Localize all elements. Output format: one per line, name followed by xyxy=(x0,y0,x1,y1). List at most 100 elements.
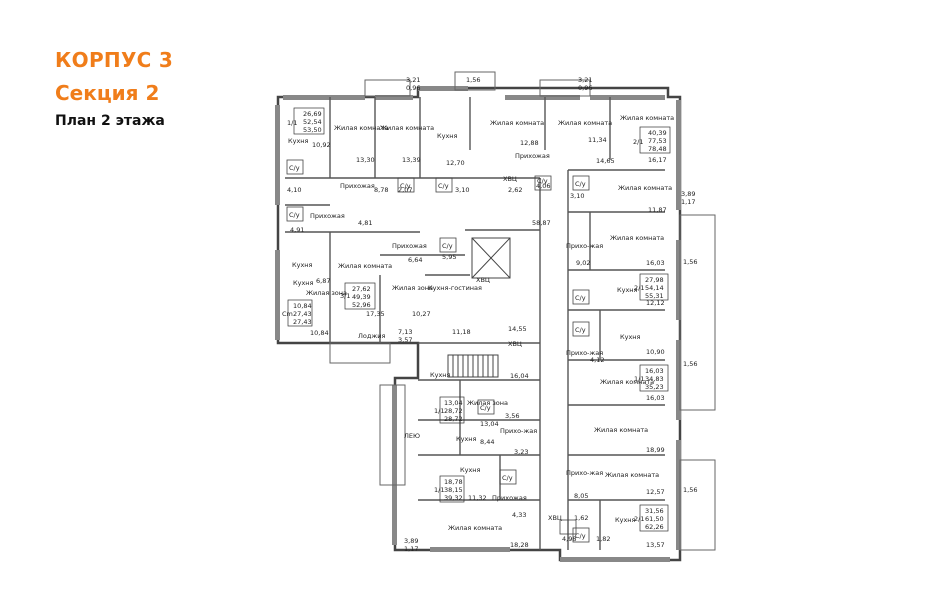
utility-label: ХВЦ xyxy=(508,340,522,348)
apartment-code: 2/1 xyxy=(634,515,644,523)
apartment-area: 35,23 xyxy=(645,383,664,391)
area-label: 1,62 xyxy=(574,514,588,522)
room-label: Кухня xyxy=(292,261,313,269)
room-label: Прихожая xyxy=(492,494,527,502)
area-label: 12,12 xyxy=(646,299,665,307)
room-label: Жилая комната xyxy=(338,262,392,270)
room-label: Кухня xyxy=(293,279,314,287)
stair-elevator-core xyxy=(447,237,511,378)
area-labels: 3,21 0,96 3,21 0,96 10,92 13,30 13,39 12… xyxy=(287,76,695,553)
bathroom-label: С/у xyxy=(575,532,586,540)
apartment-code: 1/1 xyxy=(634,375,644,383)
apartment-code: 1/1 xyxy=(434,486,444,494)
room-label: Прихо-жая xyxy=(566,242,603,250)
area-label: 3,21 xyxy=(406,76,420,84)
area-label: 13,39 xyxy=(402,156,421,164)
apartment-totals: 1/1 26,69 52,54 53,50 2/1 40,39 77,53 78… xyxy=(282,107,671,532)
building-title: КОРПУС 3 xyxy=(55,48,174,72)
apartment-summary: 3/1 27,62 49,39 52,96 xyxy=(340,282,376,310)
area-label: 1,17 xyxy=(681,198,695,206)
apartment-area: 34,83 xyxy=(645,375,664,383)
apartment-code: 2/1 xyxy=(634,284,644,292)
area-label: 13,30 xyxy=(356,156,375,164)
room-label: Жилая комната xyxy=(620,114,674,122)
area-label: 3,56 xyxy=(505,412,519,420)
area-label: 5,95 xyxy=(442,253,456,261)
room-labels: Жилая комната Жилая комната Кухня Жилая … xyxy=(288,114,674,532)
area-label: 13,57 xyxy=(646,541,665,549)
area-label: 14,55 xyxy=(508,325,527,333)
apartment-area: 38,15 xyxy=(444,486,463,494)
room-label: Кухня xyxy=(460,466,481,474)
area-label: 8,05 xyxy=(574,492,588,500)
apartment-area: 27,43 xyxy=(293,310,312,318)
area-label: 0,96 xyxy=(578,84,592,92)
bathroom-label: С/у xyxy=(502,474,513,482)
room-label: Кухня-гостиная xyxy=(428,284,482,292)
area-label: 18,99 xyxy=(646,446,665,454)
area-label: 10,27 xyxy=(412,310,431,318)
area-label: 12,57 xyxy=(646,488,665,496)
apartment-summary: Cm 10,84 27,43 27,43 xyxy=(282,299,313,327)
apartment-area: 52,96 xyxy=(352,301,371,309)
area-label: 4,81 xyxy=(358,219,372,227)
apartment-area: 54,14 xyxy=(645,284,664,292)
area-label: 3,21 xyxy=(578,76,592,84)
room-label: Прихо-жая xyxy=(566,469,603,477)
room-label: Жилая комната xyxy=(380,124,434,132)
area-label: 18,28 xyxy=(510,541,529,549)
apartment-area: 61,50 xyxy=(645,515,664,523)
bathroom-label: С/у xyxy=(575,180,586,188)
apartment-area: 28,72 xyxy=(444,407,463,415)
area-label: 16,17 xyxy=(648,156,667,164)
room-label: Кухня xyxy=(620,333,641,341)
apartment-area: 10,84 xyxy=(293,302,312,310)
area-label: 3,89 xyxy=(404,537,418,545)
area-label: 10,92 xyxy=(312,141,331,149)
apartment-area: 31,56 xyxy=(645,507,664,515)
room-label: Кухня xyxy=(615,516,636,524)
area-label: 58,87 xyxy=(532,219,551,227)
apartment-area: 55,31 xyxy=(645,292,664,300)
room-label: Жилая комната xyxy=(594,426,648,434)
area-label: 11,87 xyxy=(648,206,667,214)
room-label: Прихо-жая xyxy=(566,349,603,357)
room-label: Жилая зона xyxy=(467,399,508,407)
apartment-area: 26,69 xyxy=(303,110,322,118)
area-label: 12,70 xyxy=(446,159,465,167)
room-label: Прихожая xyxy=(340,182,375,190)
area-label: 8,44 xyxy=(480,438,494,446)
area-label: 4,10 xyxy=(287,186,301,194)
area-label: 6,87 xyxy=(316,277,330,285)
room-label: Прихожая xyxy=(392,242,427,250)
area-label: 4,12 xyxy=(590,356,604,364)
area-label: 16,03 xyxy=(646,394,665,402)
apartment-summary: 1/1 13,04 28,72 28,72 xyxy=(434,396,465,424)
balcony-label: ЛЕЮ xyxy=(404,432,420,440)
area-label: 1,82 xyxy=(596,535,610,543)
apartment-area: 52,54 xyxy=(303,118,322,126)
apartment-code: 2/1 xyxy=(633,138,643,146)
area-label: 6,64 xyxy=(408,256,422,264)
apartment-area: 27,98 xyxy=(645,276,664,284)
area-label: 10,84 xyxy=(310,329,329,337)
utility-label: ХВЦ xyxy=(548,514,562,522)
room-label: Кухня xyxy=(437,132,458,140)
room-label: Жилая зона xyxy=(392,284,433,292)
area-label: 2,62 xyxy=(508,186,522,194)
apartment-area: 53,50 xyxy=(303,126,322,134)
area-label: 8,78 xyxy=(374,186,388,194)
area-label: 1,17 xyxy=(404,545,418,553)
room-label: Жилая комната xyxy=(448,524,502,532)
apartment-code: 1/1 xyxy=(434,407,444,415)
area-label: 13,04 xyxy=(480,420,499,428)
area-label: 4,06 xyxy=(536,182,550,190)
bathroom-label: С/у xyxy=(537,177,548,185)
area-label: 16,04 xyxy=(510,372,529,380)
area-label: 11,34 xyxy=(588,136,607,144)
area-label: 10,90 xyxy=(646,348,665,356)
apartment-area: 77,53 xyxy=(648,137,667,145)
balcony-label: 1,56 xyxy=(683,486,697,494)
apartment-area: 28,72 xyxy=(444,415,463,423)
